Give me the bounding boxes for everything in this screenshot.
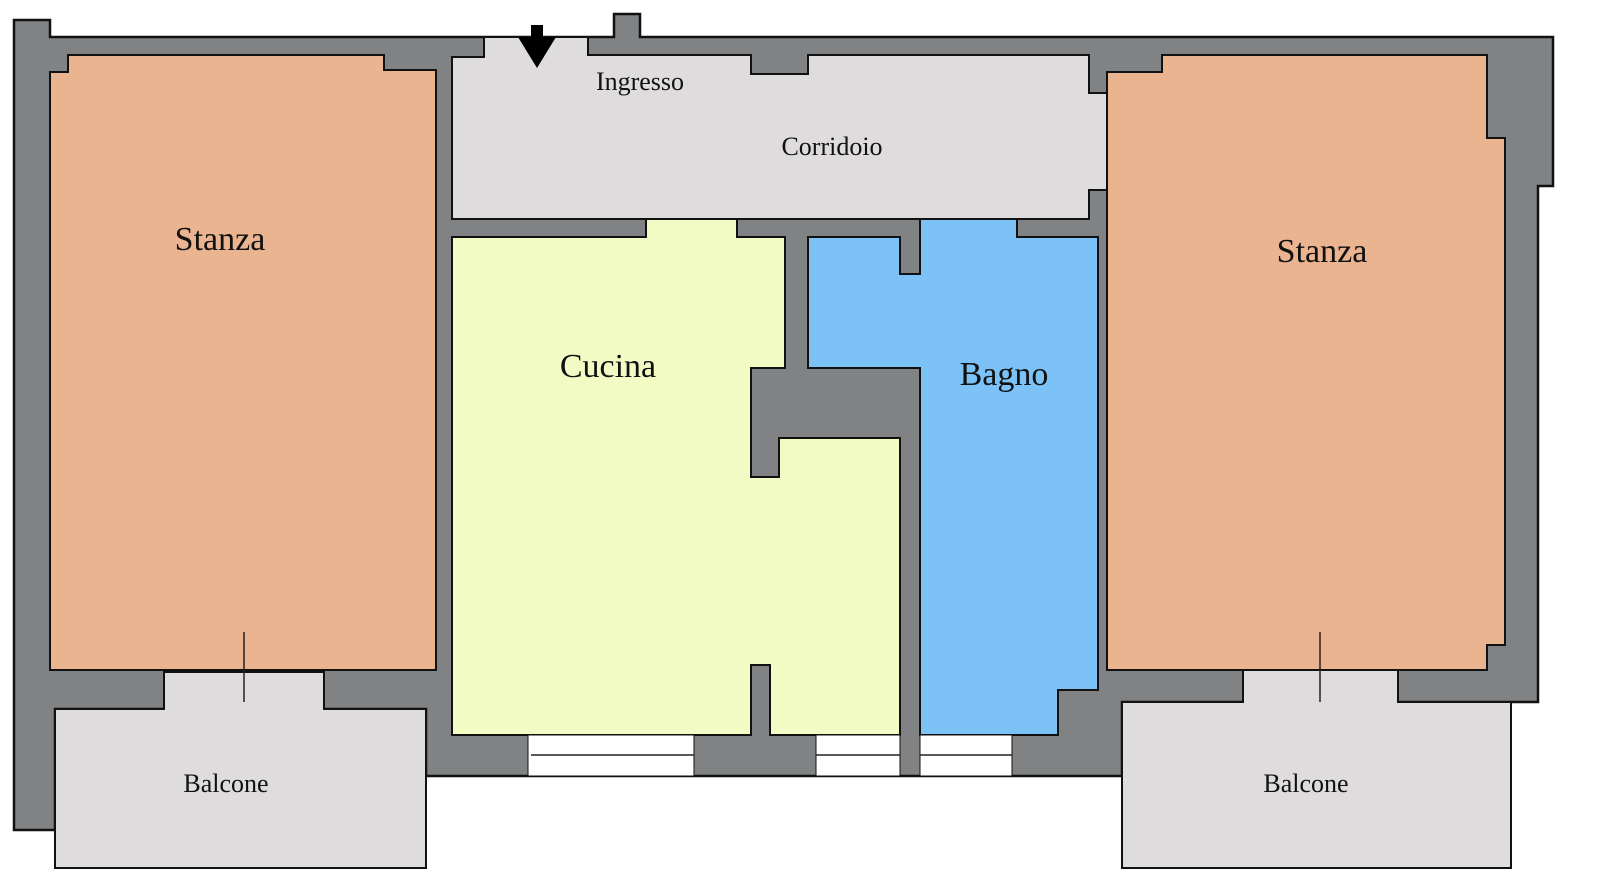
label-corridoio: Corridoio [781, 132, 882, 161]
label-bagno: Bagno [960, 356, 1049, 393]
room-balcone-left [54, 671, 427, 869]
room-balcone-right [1121, 669, 1512, 869]
label-stanza-right: Stanza [1277, 233, 1368, 270]
label-stanza-left: Stanza [175, 221, 266, 258]
room-corridoio [451, 36, 1108, 220]
room-stanza-left [49, 54, 437, 671]
room-bagno [807, 218, 1099, 736]
label-balcone-left: Balcone [183, 769, 268, 798]
label-ingresso: Ingresso [596, 67, 684, 96]
room-stanza-right [1106, 54, 1506, 671]
label-balcone-right: Balcone [1263, 769, 1348, 798]
room-cucina [451, 218, 901, 736]
label-cucina: Cucina [560, 348, 656, 385]
windows [527, 734, 1013, 777]
arrow-down-icon [518, 25, 556, 68]
